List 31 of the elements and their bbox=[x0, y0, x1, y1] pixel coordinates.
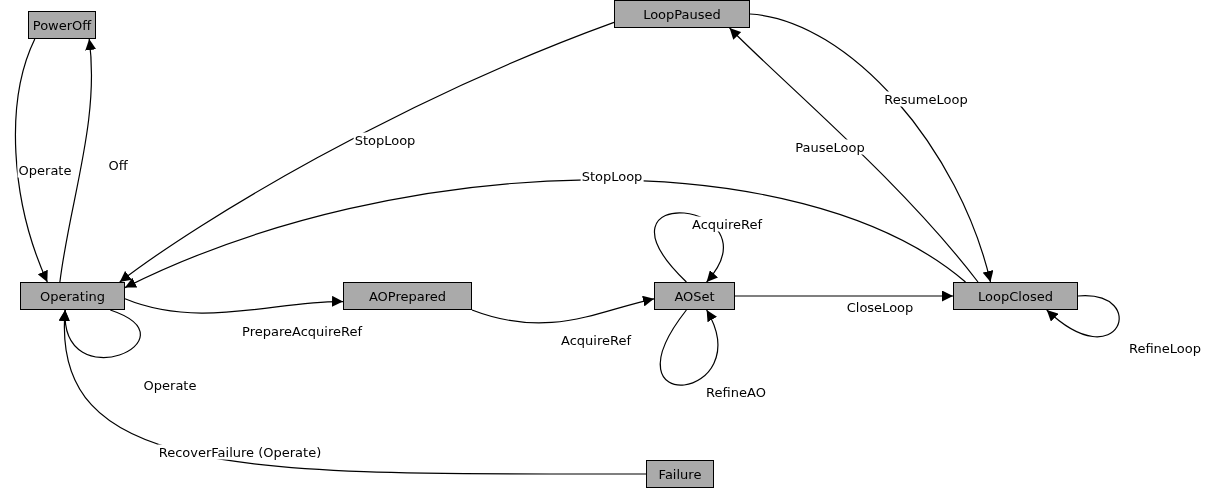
transition-arrow bbox=[729, 27, 979, 283]
edge-label: RefineLoop bbox=[1128, 340, 1202, 356]
transition-arrow bbox=[59, 38, 96, 283]
edge-label: PrepareAcquireRef bbox=[241, 323, 363, 339]
edge-label: ResumeLoop bbox=[883, 91, 969, 107]
state-box: Failure bbox=[646, 460, 714, 488]
state-box: PowerOff bbox=[28, 11, 96, 39]
transition-arrow bbox=[1046, 295, 1120, 338]
edge-label: CloseLoop bbox=[845, 299, 915, 315]
state-box: AOPrepared bbox=[343, 282, 472, 310]
transition-arrow bbox=[14, 38, 49, 283]
transition-arrow bbox=[124, 179, 967, 289]
transition-arrow bbox=[660, 309, 719, 386]
transition-arrow bbox=[654, 212, 724, 283]
edge-label: StopLoop bbox=[353, 132, 417, 148]
transition-arrow bbox=[734, 290, 954, 302]
transition-arrow bbox=[119, 21, 615, 283]
transition-arrow bbox=[749, 13, 993, 283]
edge-label: Off bbox=[107, 157, 129, 173]
edge-label: AcquireRef bbox=[691, 216, 763, 232]
state-box: Operating bbox=[20, 282, 125, 310]
state-box: LoopPaused bbox=[614, 0, 750, 28]
edge-label: RefineAO bbox=[705, 384, 767, 400]
transition-arrow bbox=[124, 296, 344, 314]
edge-label: PauseLoop bbox=[794, 139, 866, 155]
state-box: LoopClosed bbox=[953, 282, 1078, 310]
edge-label: AcquireRef bbox=[560, 332, 632, 348]
transition-arrow bbox=[471, 295, 655, 324]
edge-label: RecoverFailure (Operate) bbox=[157, 444, 323, 460]
state-box: AOSet bbox=[654, 282, 735, 310]
transition-arrow bbox=[59, 309, 647, 475]
